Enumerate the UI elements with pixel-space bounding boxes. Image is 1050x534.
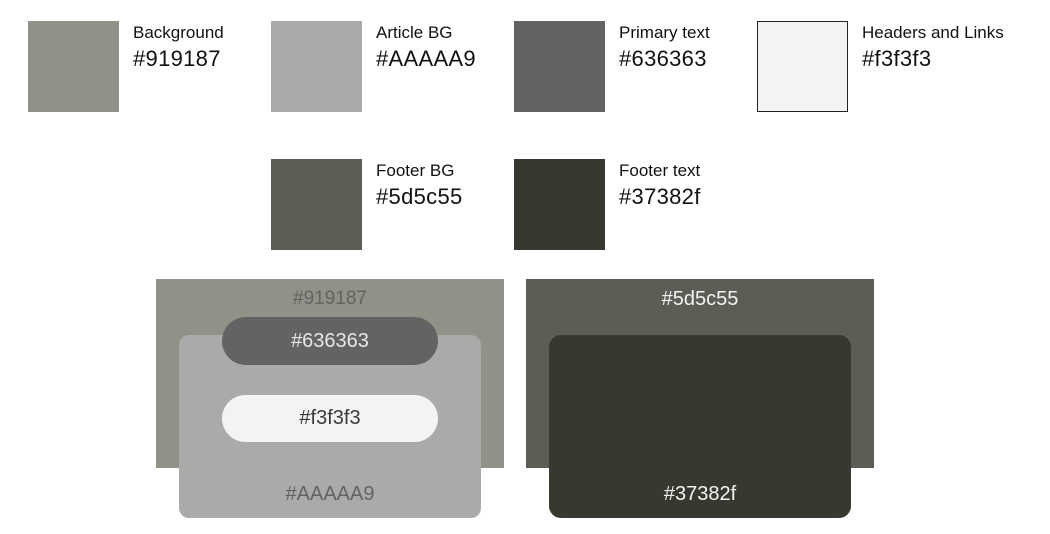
swatch-hex: #37382f (619, 184, 701, 209)
preview-footer-background-label: #5d5c55 (661, 287, 739, 310)
preview-footer-card (549, 335, 851, 518)
preview-background-label: #919187 (293, 288, 367, 309)
swatch-label: Background (133, 23, 224, 42)
swatch-label: Footer text (619, 161, 701, 180)
color-swatch (28, 21, 119, 112)
swatch-hex: #636363 (619, 46, 707, 71)
color-swatch (514, 21, 605, 112)
swatch-hex: #f3f3f3 (862, 46, 932, 71)
swatch-label: Footer BG (376, 161, 455, 180)
preview-footer-card-label: #37382f (663, 482, 737, 505)
preview-article-label: #AAAAA9 (285, 482, 375, 505)
color-swatch (514, 159, 605, 250)
preview-primary-pill: #636363 (222, 317, 438, 365)
swatch-hex: #919187 (133, 46, 221, 71)
color-swatch (271, 21, 362, 112)
color-swatch (271, 159, 362, 250)
swatch-label: Article BG (376, 23, 453, 42)
swatch-label: Primary text (619, 23, 710, 42)
color-swatch (757, 21, 848, 112)
preview-headers-pill: #f3f3f3 (222, 395, 438, 442)
swatch-label: Headers and Links (862, 23, 1004, 42)
swatch-hex: #5d5c55 (376, 184, 463, 209)
swatch-hex: #AAAAA9 (376, 46, 476, 71)
